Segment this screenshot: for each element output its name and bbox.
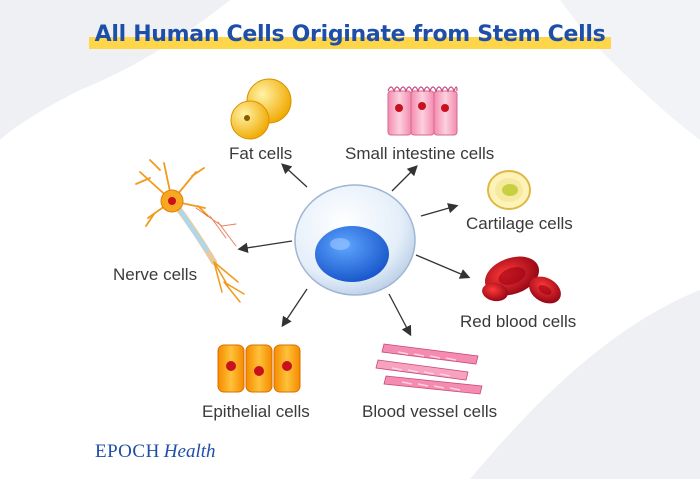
logo-health: Health [163,441,216,462]
red-blood-cells-label: Red blood cells [460,312,577,331]
stem-cell [294,184,416,296]
arrow-to-epithelial [281,288,308,328]
nerve-cell-illustration [135,159,245,303]
arrows [237,163,471,337]
epithelial-cell-illustration [217,344,301,393]
small-intestine-cells-label: Small intestine cells [345,144,495,163]
logo-epoch: EPOCH [95,441,160,462]
epithelial-cells-label: Epithelial cells [202,402,310,421]
arrow-to-small-intestine [391,165,418,192]
arrow-to-nerve [237,240,293,253]
blood-vessel-cell-illustration [375,343,483,395]
cartilage-cells-label: Cartilage cells [466,214,573,233]
nerve-cells-label: Nerve cells [113,265,198,284]
page-title: All Human Cells Originate from Stem Cell… [88,22,612,49]
arrow-to-fat [281,163,308,188]
arrow-to-red-blood [415,254,471,279]
arrow-to-blood-vessel [388,293,412,337]
arrow-to-cartilage [420,203,459,217]
cartilage-cell-illustration [487,170,531,210]
small-intestine-cell-illustration [387,86,458,136]
fat-cells-label: Fat cells [229,144,293,163]
red-blood-cell-illustration [482,256,561,304]
fat-cell-illustration [230,78,292,140]
blood-vessel-cells-label: Blood vessel cells [362,402,498,421]
